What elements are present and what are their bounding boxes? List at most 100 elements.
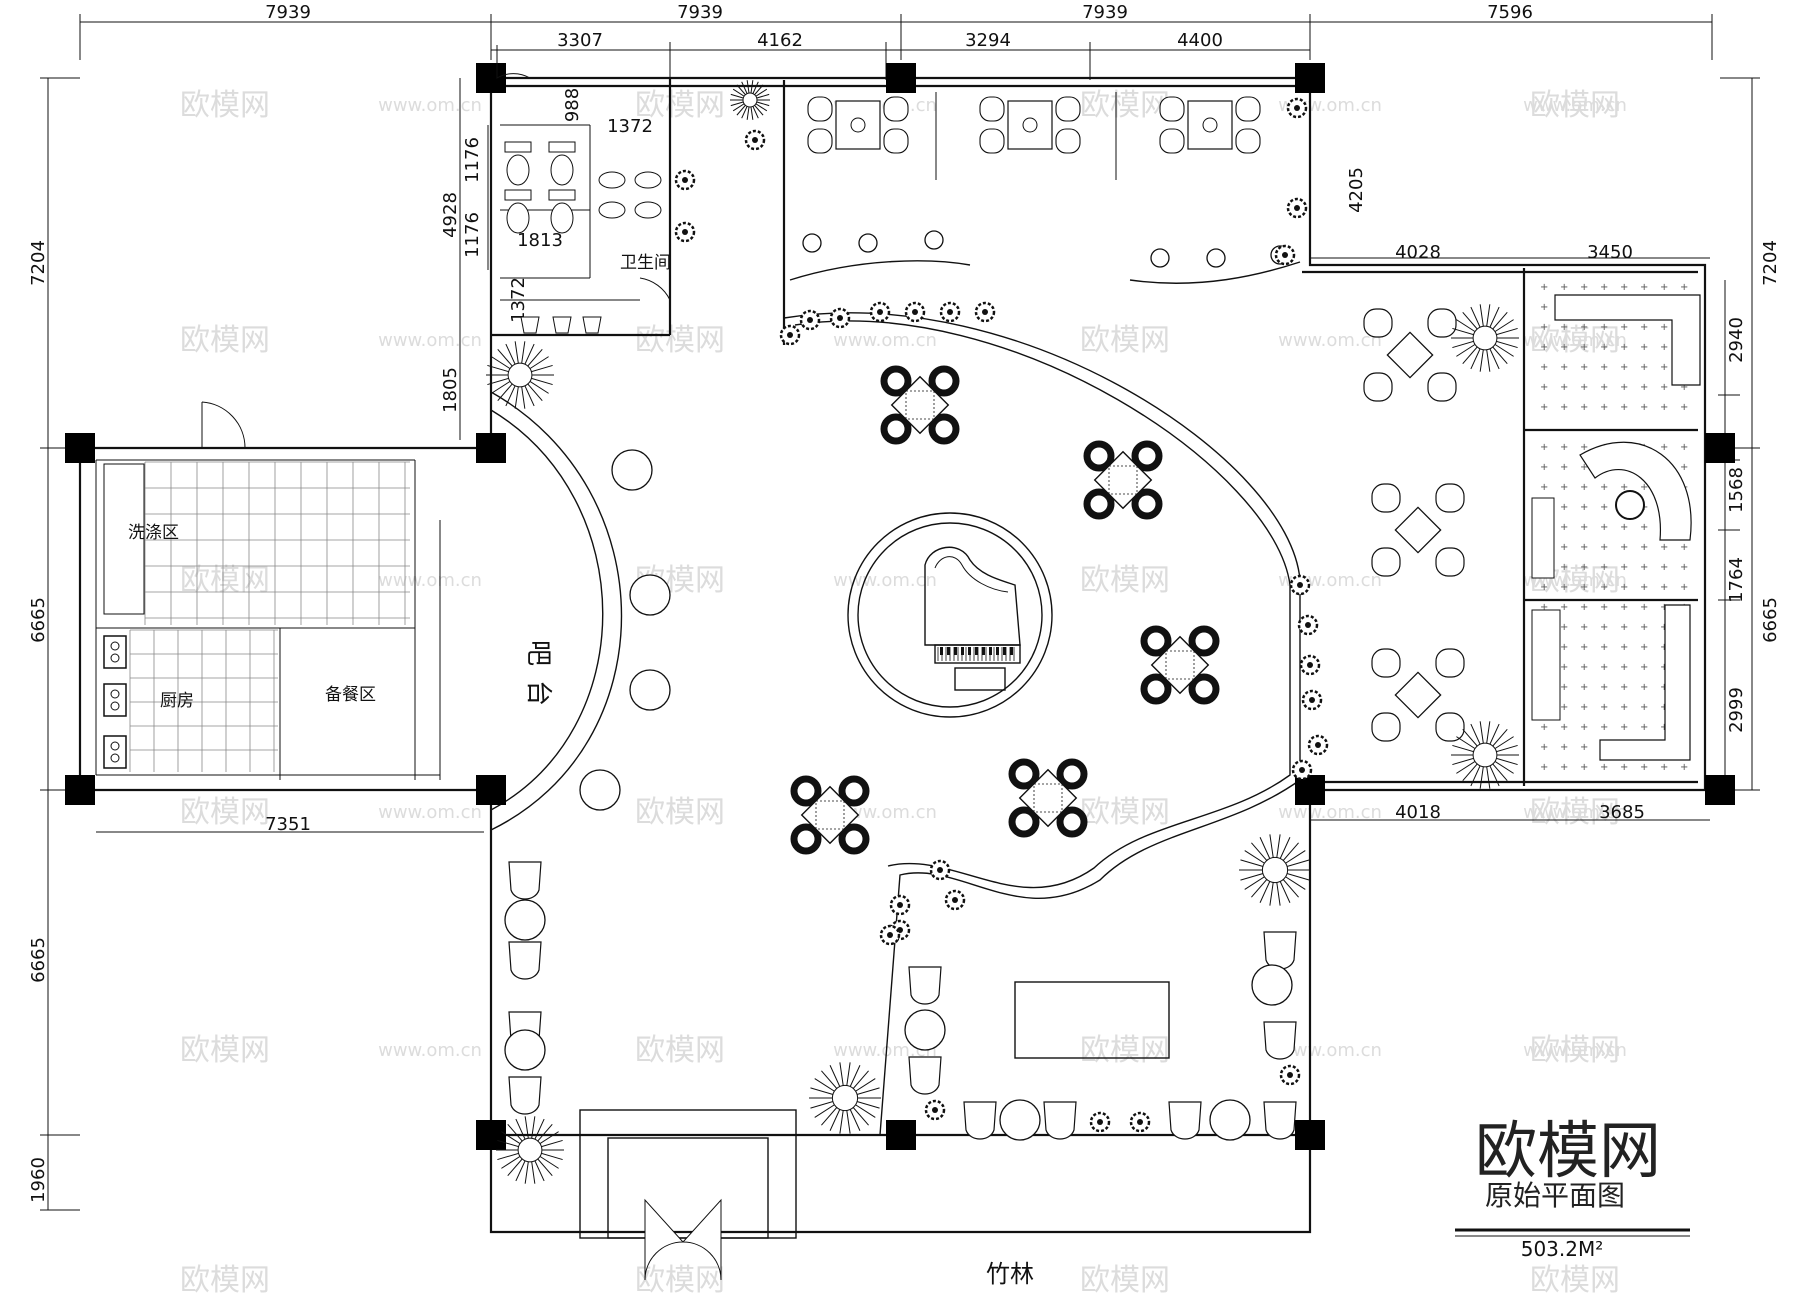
watermark-text: 欧模网: [180, 1263, 270, 1298]
watermark-url: www.om.cn: [833, 570, 937, 591]
shrub-icon: [829, 307, 851, 329]
dim-east-3: 3450: [1587, 242, 1633, 263]
svg-text:+: +: [1540, 762, 1548, 773]
svg-text:+: +: [1580, 442, 1588, 453]
dim-wc-3: 988: [562, 88, 583, 122]
plant-icon: [1451, 304, 1519, 372]
watermark-url: www.om.cn: [1278, 1040, 1382, 1061]
svg-text:+: +: [1540, 322, 1548, 333]
svg-text:+: +: [1620, 322, 1628, 333]
dim-top-inner-4: 4400: [1177, 30, 1223, 51]
dim-top-3: 7939: [1082, 2, 1128, 23]
svg-text:+: +: [1600, 322, 1608, 333]
svg-text:+: +: [1600, 402, 1608, 413]
svg-text:+: +: [1660, 582, 1668, 593]
table-set-icon: [880, 365, 960, 445]
watermark-text: 欧模网: [635, 1263, 725, 1298]
svg-text:+: +: [1580, 542, 1588, 553]
stool-icon: [1251, 964, 1293, 1006]
svg-text:+: +: [1640, 322, 1648, 333]
svg-text:+: +: [1640, 362, 1648, 373]
svg-text:+: +: [1640, 682, 1648, 693]
svg-text:+: +: [1660, 322, 1668, 333]
stool-icon: [504, 899, 546, 941]
column: [476, 63, 506, 93]
stove-icon: [103, 735, 127, 769]
chair-icon: [1263, 931, 1297, 970]
shrub-icon: [944, 889, 966, 911]
svg-text:+: +: [1580, 502, 1588, 513]
watermark-text: 欧模网: [180, 563, 270, 598]
shrub-icon: [674, 169, 696, 191]
shrub-icon: [744, 129, 766, 151]
svg-text:+: +: [1560, 602, 1568, 613]
sink-icon: [634, 171, 662, 189]
stool-icon: [1206, 248, 1226, 268]
svg-text:+: +: [1600, 762, 1608, 773]
svg-text:+: +: [1580, 662, 1588, 673]
column: [1295, 63, 1325, 93]
watermark-url: www.om.cn: [378, 1040, 482, 1061]
svg-text:+: +: [1540, 302, 1548, 313]
svg-text:+: +: [1620, 522, 1628, 533]
svg-text:+: +: [1580, 562, 1588, 573]
watermark-url: www.om.cn: [1523, 802, 1627, 823]
brand-logo: 欧模网: [1475, 1114, 1661, 1187]
svg-text:+: +: [1640, 402, 1648, 413]
label-kitchen: 厨房: [160, 691, 194, 711]
svg-text:+: +: [1580, 282, 1588, 293]
svg-text:+: +: [1540, 402, 1548, 413]
svg-text:+: +: [1540, 362, 1548, 373]
svg-text:+: +: [1600, 542, 1608, 553]
svg-text:+: +: [1580, 582, 1588, 593]
plant-icon: [1239, 834, 1311, 906]
watermark-url: www.om.cn: [833, 1040, 937, 1061]
svg-text:+: +: [1560, 402, 1568, 413]
plant-icon: [730, 80, 770, 120]
stool-icon: [924, 230, 944, 250]
svg-text:+: +: [1540, 382, 1548, 393]
drawing-title: 原始平面图: [1485, 1179, 1625, 1212]
watermark-url: www.om.cn: [378, 802, 482, 823]
sink-icon: [598, 171, 626, 189]
svg-text:+: +: [1540, 742, 1548, 753]
shrub-icon: [939, 301, 961, 323]
svg-text:+: +: [1640, 762, 1648, 773]
svg-text:+: +: [1580, 482, 1588, 493]
svg-text:+: +: [1620, 702, 1628, 713]
watermark-text: 欧模网: [1080, 563, 1170, 598]
chair-icon: [908, 966, 942, 1005]
svg-text:+: +: [1620, 482, 1628, 493]
stool-icon: [629, 669, 671, 711]
sofa-icon: [1554, 294, 1701, 386]
table-set-icon: [807, 96, 909, 154]
svg-text:+: +: [1660, 542, 1668, 553]
svg-text:+: +: [1580, 762, 1588, 773]
dim-right-inner-2: 1568: [1726, 467, 1747, 513]
dim-east-5: 3685: [1599, 802, 1645, 823]
svg-text:+: +: [1540, 722, 1548, 733]
svg-text:+: +: [1660, 442, 1668, 453]
watermark-url: www.om.cn: [1523, 1040, 1627, 1061]
shrub-icon: [1286, 97, 1308, 119]
svg-text:+: +: [1660, 722, 1668, 733]
chair-icon: [508, 941, 542, 980]
table-set-icon: [1371, 648, 1465, 742]
svg-text:+: +: [1560, 742, 1568, 753]
svg-text:+: +: [1560, 622, 1568, 633]
urinal-icon: [552, 316, 572, 334]
svg-text:+: +: [1560, 382, 1568, 393]
toilet-icon: [504, 189, 532, 234]
label-bar: 吧台: [523, 640, 553, 720]
dim-kitchen: 7351: [265, 814, 311, 835]
watermark-text: 欧模网: [1080, 88, 1170, 123]
svg-text:+: +: [1640, 542, 1648, 553]
svg-text:+: +: [1560, 542, 1568, 553]
watermark-url: www.om.cn: [378, 95, 482, 116]
svg-text:+: +: [1660, 402, 1668, 413]
column: [886, 63, 916, 93]
table-set-icon: [1363, 308, 1457, 402]
side-table-icon: [1615, 490, 1645, 520]
svg-text:+: +: [1680, 462, 1688, 473]
